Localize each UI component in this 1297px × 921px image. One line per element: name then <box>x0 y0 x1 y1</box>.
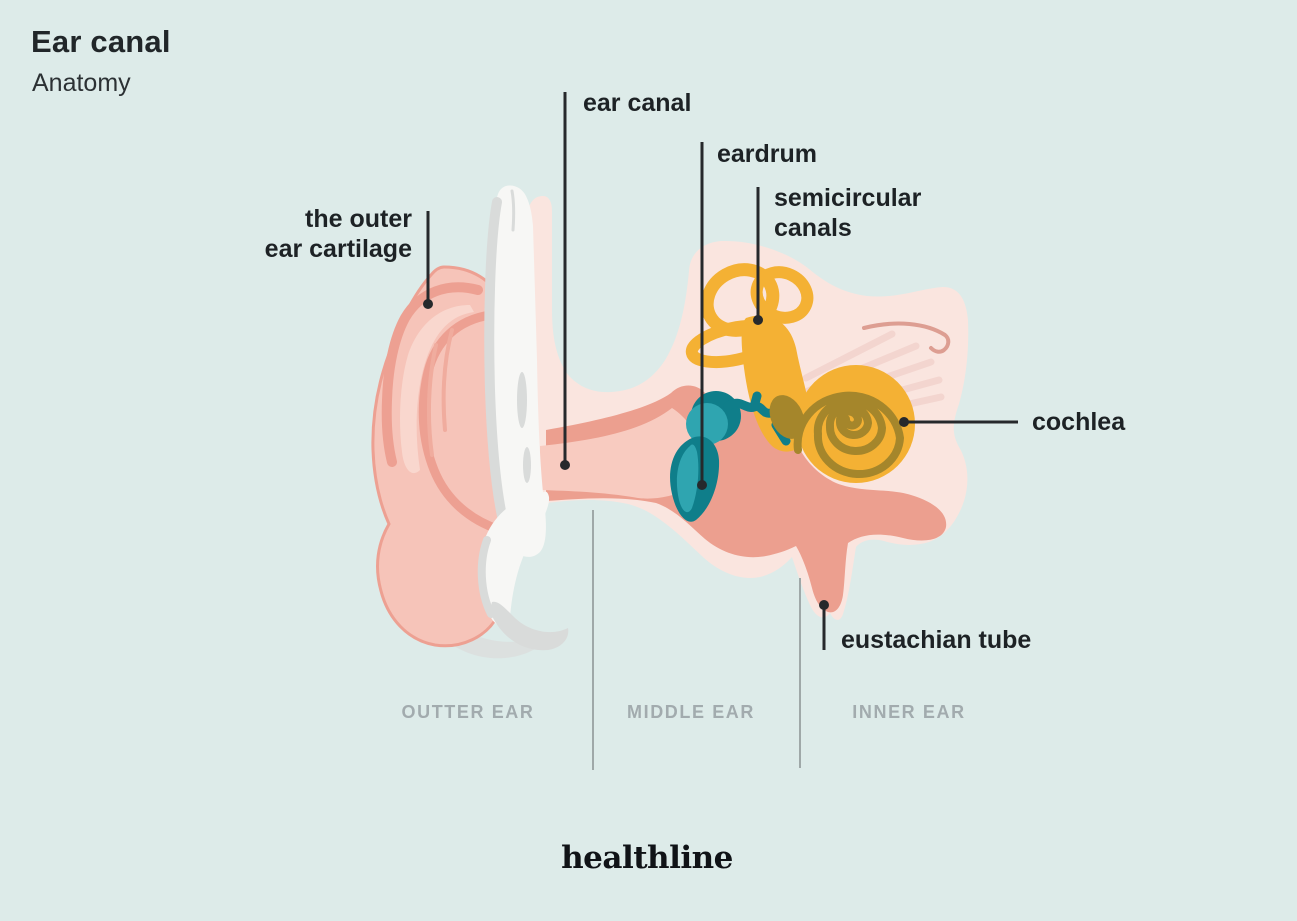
label-semicircular-line2: canals <box>774 214 852 242</box>
leader-dot-outer-cartilage <box>423 299 433 309</box>
nerve-streak <box>802 330 896 382</box>
section-divider-lines <box>592 510 801 770</box>
cartilage-lower-crescent <box>479 491 550 627</box>
label-outer-ear-cartilage: the outer ear cartilage <box>212 204 412 264</box>
leader-dot-cochlea <box>899 417 909 427</box>
page-subtitle: Anatomy <box>32 69 131 97</box>
healthline-logo: healthline <box>561 840 733 876</box>
cochlea-shape <box>793 365 915 483</box>
crescent-lower-shadow <box>490 601 569 651</box>
malleus-head-light <box>686 403 728 445</box>
cartilage-left-shadow <box>484 197 513 545</box>
label-ear-canal: ear canal <box>583 89 692 117</box>
cartilage-inner-shade-1 <box>517 372 527 428</box>
cartilage-inner-shade-2 <box>523 447 531 483</box>
section-label-outer-ear: OUTTER EAR <box>401 702 535 722</box>
leader-dot-ear-canal <box>560 460 570 470</box>
leader-lines <box>423 92 1018 650</box>
cartilage-strip <box>492 185 546 557</box>
label-semicircular-line1: semicircular <box>774 184 922 212</box>
canal-cartilage <box>477 185 569 651</box>
section-label-middle-ear: MIDDLE EAR <box>627 702 755 722</box>
oval-window <box>769 395 805 439</box>
cochlea-spiral <box>793 391 905 479</box>
pinna-scapha-highlight <box>400 305 474 474</box>
leader-dot-eustachian <box>819 600 829 610</box>
outer-ear-pinna <box>371 265 512 648</box>
ear-canal-interior <box>540 408 701 499</box>
pinna-crease-2 <box>441 328 454 432</box>
leader-dot-semicircular <box>753 315 763 325</box>
label-cochlea: cochlea <box>1032 408 1126 436</box>
section-label-inner-ear: INNER EAR <box>852 702 966 722</box>
label-outer-line1: the outer <box>305 205 412 233</box>
label-eardrum: eardrum <box>717 140 818 168</box>
leader-dot-eardrum <box>697 480 707 490</box>
label-outer-line2: ear cartilage <box>264 235 412 263</box>
label-eustachian-tube: eustachian tube <box>841 626 1032 654</box>
pinna-crease-1 <box>426 343 438 457</box>
label-semicircular-canals: semicircular canals <box>774 183 921 243</box>
eardrum-membrane-light <box>676 444 699 513</box>
page-title: Ear canal <box>31 24 171 59</box>
earlobe-shadow <box>420 610 550 659</box>
pinna-helix-ridge <box>381 282 483 467</box>
crescent-shadow <box>477 536 495 618</box>
nerve-top-line <box>862 321 951 354</box>
cartilage-top-crease <box>510 189 516 232</box>
